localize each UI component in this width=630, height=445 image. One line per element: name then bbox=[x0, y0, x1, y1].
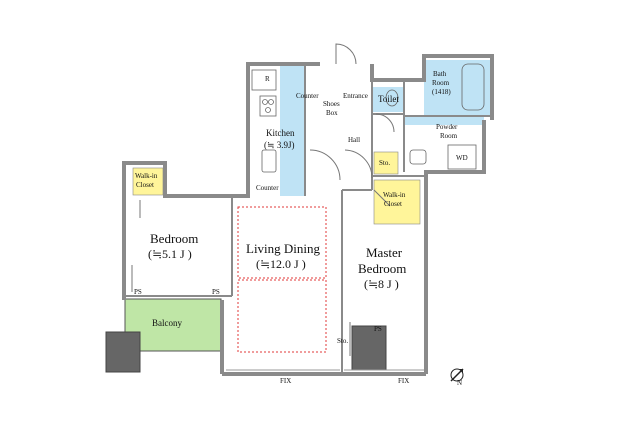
outer-wall-top-right bbox=[370, 54, 494, 120]
hall-name: Hall bbox=[348, 136, 361, 144]
ps-bedroom-left-label: PS bbox=[134, 288, 142, 296]
living-dining-zone-upper bbox=[237, 206, 327, 279]
balcony-name: Balcony bbox=[152, 318, 182, 328]
bath-room-name2: Room bbox=[432, 79, 450, 87]
living-dining-name: Living Dining bbox=[246, 241, 321, 256]
powder-room-name: Powder bbox=[436, 123, 458, 131]
living-dining-zone-lower bbox=[237, 279, 327, 353]
walk-in-closet-bedroom-name2: Closet bbox=[136, 181, 154, 189]
bathtub bbox=[461, 63, 485, 111]
ps-master-label: PS bbox=[374, 325, 382, 333]
compass-label: N bbox=[457, 379, 463, 387]
walk-in-closet-master-area bbox=[373, 179, 421, 225]
washer-dryer bbox=[447, 144, 477, 170]
hall-door bbox=[309, 149, 341, 181]
kitchen-size: (≒ 3.9J) bbox=[264, 140, 295, 150]
entrance-name: Entrance bbox=[343, 92, 368, 100]
toilet-name: Toilet bbox=[378, 94, 399, 104]
walk-in-closet-master-name2: Closet bbox=[384, 200, 402, 208]
bedroom-name: Bedroom bbox=[150, 231, 199, 246]
counter-bottom-label: Counter bbox=[256, 184, 279, 192]
master-bedroom-name: Master bbox=[366, 245, 403, 260]
stove-burner-3 bbox=[265, 107, 271, 113]
kitchen-name: Kitchen bbox=[266, 128, 295, 138]
entrance-door bbox=[335, 43, 357, 65]
ps-master-box bbox=[351, 325, 387, 371]
bedroom-size: (≒5.1 J ) bbox=[148, 247, 192, 261]
compass-icon bbox=[450, 368, 464, 382]
walk-in-closet-master-name: Walk-in bbox=[383, 191, 406, 199]
washbasin bbox=[409, 149, 427, 165]
counter-top-label: Counter bbox=[296, 92, 319, 100]
refrigerator-box bbox=[251, 69, 277, 91]
storage-upper-label: Sto. bbox=[379, 159, 391, 167]
fix-right-label: FIX bbox=[398, 377, 410, 385]
master-bedroom-size: (≒8 J ) bbox=[364, 277, 399, 291]
outer-wall-right bbox=[424, 120, 486, 374]
shoes-box-label-2: Box bbox=[326, 109, 338, 117]
storage-upper-area bbox=[373, 151, 399, 175]
bath-room-size: (1418) bbox=[432, 88, 451, 96]
powder-room-blue-strip bbox=[404, 115, 484, 125]
stove-burner-1 bbox=[262, 99, 268, 105]
walk-in-closet-bedroom-area bbox=[132, 167, 164, 196]
walk-in-closet-bedroom-name: Walk-in bbox=[135, 172, 158, 180]
powder-room-name2: Room bbox=[440, 132, 458, 140]
kitchen-sink bbox=[261, 149, 277, 173]
storage-lower-label: Sto. bbox=[337, 337, 349, 345]
toilet-door bbox=[375, 113, 395, 133]
closet-door bbox=[373, 189, 391, 207]
stove-burner-2 bbox=[268, 99, 274, 105]
kitchen-stove bbox=[259, 95, 277, 117]
bath-room-area bbox=[424, 60, 490, 115]
refrigerator-label: R bbox=[265, 75, 270, 83]
counter-strip bbox=[280, 66, 305, 196]
shoes-box-label-1: Shoes bbox=[323, 100, 340, 108]
wd-label: WD bbox=[456, 154, 468, 162]
bath-room-name: Bath bbox=[433, 70, 447, 78]
outdoor-unit bbox=[105, 331, 141, 373]
ps-bedroom-right-label: PS bbox=[212, 288, 220, 296]
living-dining-size: (≒12.0 J ) bbox=[256, 257, 306, 271]
fix-left-label: FIX bbox=[280, 377, 292, 385]
balcony-area bbox=[124, 298, 222, 352]
master-door bbox=[344, 149, 373, 179]
toilet-bowl bbox=[385, 89, 399, 107]
master-bedroom-name2: Bedroom bbox=[358, 261, 407, 276]
